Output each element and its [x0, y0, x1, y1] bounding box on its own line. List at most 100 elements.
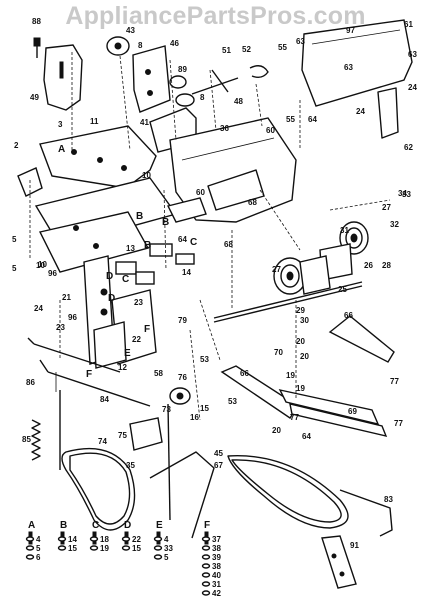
part-callout-74: 74	[98, 437, 107, 446]
part-callout-21: 21	[62, 293, 71, 302]
washer-icon	[57, 536, 67, 542]
assembly-letter-d: D	[108, 293, 115, 304]
part-hub-89	[169, 75, 195, 107]
washer-icon	[201, 590, 211, 596]
washer-icon	[201, 563, 211, 569]
part-callout-64: 64	[178, 235, 187, 244]
part-callout-25: 25	[338, 285, 347, 294]
washer-icon	[89, 536, 99, 542]
part-callout-75: 75	[118, 431, 127, 440]
washer-icon	[89, 545, 99, 551]
part-callout-55: 55	[286, 115, 295, 124]
part-callout-53: 53	[228, 397, 237, 406]
legend-letter: D	[124, 520, 131, 531]
part-callout-43: 43	[126, 26, 135, 35]
washer-icon	[201, 545, 211, 551]
part-plate-91	[321, 535, 357, 589]
part-callout-10: 10	[142, 171, 151, 180]
part-rods-12-84	[39, 359, 151, 470]
part-callout-13: 13	[126, 244, 135, 253]
part-callout-11: 11	[90, 117, 99, 126]
part-callout-27: 27	[382, 203, 391, 212]
legend-item-5: 5	[36, 544, 41, 553]
part-callout-45: 45	[214, 449, 223, 458]
part-callout-76: 76	[178, 373, 187, 382]
part-callout-46: 46	[170, 39, 179, 48]
part-callout-67: 67	[214, 461, 223, 470]
washer-icon	[201, 536, 211, 542]
part-callout-3: 3	[58, 120, 63, 129]
part-callout-86: 86	[26, 378, 35, 387]
part-callout-8: 8	[138, 41, 143, 50]
part-bracket-62	[377, 87, 399, 139]
part-callout-96: 96	[48, 269, 57, 278]
washer-icon	[25, 536, 35, 542]
part-callout-36: 36	[220, 124, 229, 133]
part-callout-5: 5	[12, 264, 17, 273]
part-link-66	[328, 315, 395, 363]
part-bolt-88	[33, 37, 41, 58]
assembly-letter-f: F	[144, 324, 150, 335]
part-callout-29: 29	[296, 306, 305, 315]
legend-item-18: 18	[100, 535, 109, 544]
part-side-plates-21-22	[83, 255, 157, 369]
washer-icon	[153, 554, 163, 560]
part-callout-88: 88	[32, 17, 41, 26]
legend-letter: C	[92, 520, 99, 531]
part-callout-96: 96	[68, 313, 77, 322]
part-callout-63: 63	[344, 63, 353, 72]
legend-item-39: 39	[212, 553, 221, 562]
part-callout-91: 91	[350, 541, 359, 550]
part-callout-8: 8	[200, 93, 205, 102]
washer-icon	[25, 554, 35, 560]
part-pulley-29	[273, 255, 331, 295]
part-callout-52: 52	[242, 45, 251, 54]
assembly-letter-b: B	[144, 240, 151, 251]
washer-icon	[25, 545, 35, 551]
part-callout-19: 19	[286, 371, 295, 380]
part-callout-33: 33	[402, 190, 411, 199]
part-belt-35	[61, 447, 136, 531]
part-callout-30: 30	[300, 316, 309, 325]
part-rod-23	[27, 337, 121, 373]
assembly-letter-c: C	[122, 274, 129, 285]
legend-item-4: 4	[36, 535, 41, 544]
legend-letter: E	[156, 520, 163, 531]
assembly-letter-f: F	[86, 369, 92, 380]
part-callout-60: 60	[266, 126, 275, 135]
part-callout-85: 85	[22, 435, 31, 444]
part-bar-69	[278, 389, 388, 437]
part-callout-48: 48	[234, 97, 243, 106]
legend-item-4: 4	[164, 535, 169, 544]
part-callout-24: 24	[356, 107, 365, 116]
legend-item-38: 38	[212, 562, 221, 571]
part-callout-23: 23	[56, 323, 65, 332]
part-spring-85	[31, 419, 41, 461]
legend-item-5: 5	[164, 553, 169, 562]
part-callout-10: 10	[38, 260, 47, 269]
part-lever-83	[339, 489, 393, 537]
washer-icon	[201, 554, 211, 560]
part-rod-67	[149, 403, 215, 539]
washer-icon	[201, 581, 211, 587]
part-callout-64: 64	[308, 115, 317, 124]
legend-item-37: 37	[212, 535, 221, 544]
part-callout-22: 22	[132, 335, 141, 344]
washer-icon	[201, 572, 211, 578]
part-callout-14: 14	[182, 268, 191, 277]
part-callout-73: 73	[162, 405, 171, 414]
part-callout-66: 66	[344, 311, 353, 320]
part-callout-69: 69	[348, 407, 357, 416]
washer-icon	[153, 536, 163, 542]
part-callout-20: 20	[300, 352, 309, 361]
part-callout-68: 68	[224, 240, 233, 249]
assembly-letter-c: C	[190, 237, 197, 248]
part-callout-77: 77	[394, 419, 403, 428]
legend-letter: A	[28, 520, 35, 531]
part-rod-48	[191, 65, 269, 95]
part-callout-89: 89	[178, 65, 187, 74]
